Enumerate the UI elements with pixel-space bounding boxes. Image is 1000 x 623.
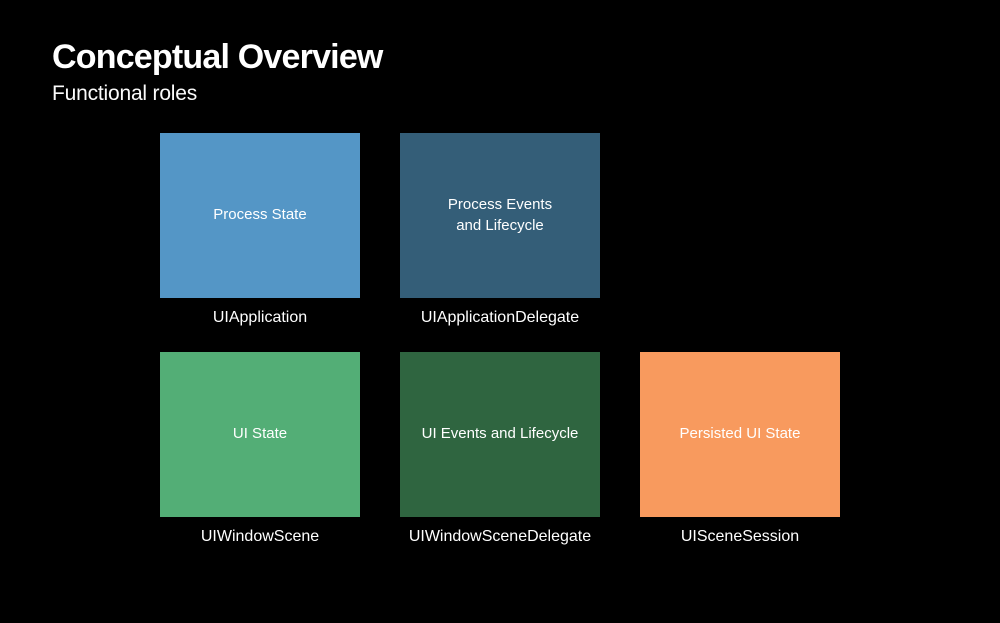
- api-label-uiapplicationdelegate: UIApplicationDelegate: [420, 309, 580, 326]
- role-box-process-state: Process State: [160, 133, 360, 298]
- card-uiwindowscenedelegate: UI Events and Lifecycle UIWindowSceneDel…: [400, 352, 600, 547]
- page-title: Conceptual Overview: [52, 38, 383, 76]
- card-uiwindowscene: UI State UIWindowScene: [160, 352, 360, 547]
- api-label-uiwindowscenedelegate: UIWindowSceneDelegate: [408, 528, 592, 545]
- role-box-ui-state: UI State: [160, 352, 360, 517]
- slide-header: Conceptual Overview Functional roles: [52, 38, 383, 105]
- api-label-uiapplication: UIApplication: [212, 309, 308, 326]
- role-box-persisted-ui-state: Persisted UI State: [640, 352, 840, 517]
- page-subtitle: Functional roles: [52, 82, 198, 106]
- card-uiscenesession: Persisted UI State UISceneSession: [640, 352, 840, 547]
- card-uiapplication: Process State UIApplication: [160, 133, 360, 328]
- role-box-ui-events-lifecycle: UI Events and Lifecycle: [400, 352, 600, 517]
- api-label-uiwindowscene: UIWindowScene: [200, 528, 320, 545]
- card-uiapplicationdelegate: Process Events and Lifecycle UIApplicati…: [400, 133, 600, 328]
- api-label-uiscenesession: UISceneSession: [680, 528, 800, 545]
- role-box-process-events-lifecycle: Process Events and Lifecycle: [400, 133, 600, 298]
